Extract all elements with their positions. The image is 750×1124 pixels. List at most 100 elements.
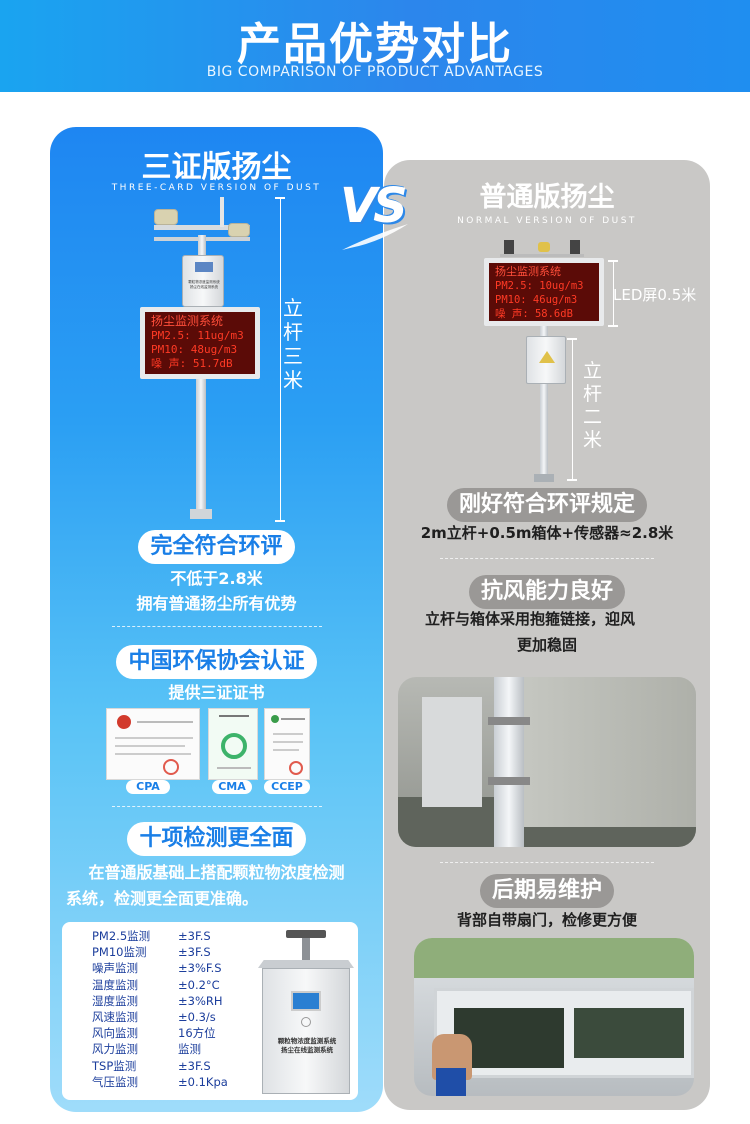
- spec-name: 温度监测: [92, 977, 138, 992]
- normal-monitor-illustration: 扬尘监测系统 PM2.5: 10ug/m3 PM10: 46ug/m3 噪 声:…: [484, 236, 604, 486]
- divider: [112, 626, 322, 627]
- vs-text: VS: [340, 178, 408, 234]
- spec-value: ±0.2°C: [178, 977, 220, 992]
- cabinet-screen: [291, 991, 321, 1011]
- stamp-icon: [289, 761, 303, 775]
- left-section-certification: 中国环保协会认证: [50, 645, 383, 679]
- divider: [440, 862, 654, 863]
- spec-value: ±3%F.S: [178, 961, 222, 976]
- spec-name: PM2.5监测: [92, 929, 151, 943]
- sensor-arm: [500, 254, 584, 257]
- right-section-wind: 抗风能力良好: [384, 575, 710, 609]
- left-led-screen: 扬尘监测系统 PM2.5: 11ug/m3 PM10: 48ug/m3 噪 声:…: [140, 307, 260, 379]
- monitoring-cabinet-image: 颗粒物浓度监测系统扬尘在线监测系统: [258, 930, 354, 1098]
- cma-logo-icon: [221, 733, 247, 759]
- section-line: 不低于2.8米: [170, 569, 263, 588]
- spec-name: 风力监测: [92, 1042, 138, 1057]
- section-line: 背部自带扇门，检修更方便: [456, 911, 637, 929]
- ccep-certificate-image: [264, 708, 310, 780]
- anemometer-icon: [504, 240, 514, 256]
- box-label: 颗粒物浓度监测系统扬尘在线监测系统: [188, 280, 220, 289]
- stamp-icon: [163, 759, 179, 775]
- pole-top: [198, 235, 206, 265]
- dust-monitor-box: 颗粒物浓度监测系统扬尘在线监测系统: [182, 255, 224, 307]
- section-line: 拥有普通扬尘所有优势: [136, 594, 297, 613]
- maintenance-photo: [414, 938, 694, 1096]
- section-heading: 中国环保协会认证: [116, 645, 317, 679]
- measure-tick-bottom: [275, 520, 285, 522]
- left-subtitle: THREE-CARD VERSION OF DUST: [111, 183, 322, 193]
- pole-bottom: [540, 384, 548, 476]
- spec-values: ±3F.S ±3F.S ±3%F.S ±0.2°C ±3%RH ±0.3/s 1…: [178, 928, 258, 1090]
- anemometer-icon: [220, 197, 224, 227]
- clamp-icon: [488, 777, 530, 785]
- clamp-icon: [488, 717, 530, 725]
- right-section-compliance: 刚好符合环评规定: [384, 488, 710, 522]
- spec-name: PM10监测: [92, 945, 147, 960]
- spec-name: 气压监测: [92, 1074, 138, 1089]
- section-line: 立杆与箱体采用抱箍链接，迎风: [425, 610, 636, 628]
- led-line: 扬尘监测系统: [151, 314, 224, 328]
- pole-base: [190, 509, 212, 519]
- measure-line: [613, 260, 614, 326]
- led-line: PM10: 48ug/m3: [151, 343, 238, 356]
- led-line: PM2.5: 10ug/m3: [495, 280, 584, 292]
- cert-tag: CMA: [212, 780, 252, 794]
- cabinet-mast: [302, 938, 310, 962]
- pole-base: [534, 474, 554, 482]
- measure-tick: [567, 479, 577, 481]
- divider: [440, 558, 654, 559]
- sensor-arm: [154, 225, 250, 230]
- pole-mid: [540, 326, 548, 336]
- wall: [422, 697, 482, 807]
- pole-bottom: [196, 379, 206, 511]
- section-line: 在普通版基础上搭配颗粒物浓度检测: [88, 863, 345, 882]
- spec-value: ±3F.S: [178, 945, 211, 960]
- spec-value: ±3%RH: [178, 993, 223, 1008]
- three-card-monitor-illustration: 颗粒物浓度监测系统扬尘在线监测系统 扬尘监测系统 PM2.5: 11ug/m3 …: [140, 195, 310, 525]
- cabinet-body: 颗粒物浓度监测系统扬尘在线监测系统: [262, 968, 350, 1094]
- noise-sensor-icon: [538, 242, 550, 252]
- box-screen: [195, 262, 213, 272]
- section-line: 提供三证证书: [168, 683, 265, 702]
- cabinet-side: [518, 677, 696, 827]
- cabinet-roof: [258, 960, 354, 968]
- led-line: PM10: 46ug/m3: [495, 294, 578, 306]
- section-line: 系统，检测更全面更准确。: [66, 889, 259, 908]
- right-title: 普通版扬尘: [479, 182, 615, 213]
- spec-names: PM2.5监测 PM10监测 噪声监测 温度监测 湿度监测 风速监测 风向监测 …: [92, 928, 182, 1090]
- left-section-compliance: 完全符合环评: [50, 530, 383, 564]
- noise-sensor-icon: [228, 223, 250, 237]
- led-height-label: LED屏0.5米: [613, 286, 697, 304]
- open-door: [454, 1008, 564, 1068]
- section-line: 更加稳固: [516, 636, 577, 654]
- spec-name: 风向监测: [92, 1026, 138, 1041]
- divider: [112, 806, 322, 807]
- led-line: 噪 声: 58.6dB: [495, 308, 573, 320]
- cabinet-sensor-top: [286, 930, 326, 938]
- pole-clamp-photo: [398, 677, 696, 847]
- spec-value: 16方位: [178, 1026, 216, 1041]
- spec-name: 噪声监测: [92, 961, 138, 976]
- sleeve: [436, 1068, 466, 1096]
- pole-height-label: 立杆三米: [283, 296, 303, 392]
- page-subtitle: BIG COMPARISON OF PRODUCT ADVANTAGES: [206, 64, 544, 80]
- lock-icon: [301, 1017, 311, 1027]
- spec-name: 湿度监测: [92, 993, 138, 1008]
- control-box: [526, 336, 566, 384]
- ccep-logo-icon: [271, 715, 279, 723]
- measure-tick: [608, 325, 618, 327]
- emblem-icon: [117, 715, 131, 729]
- pole: [494, 677, 524, 847]
- spec-name: 风速监测: [92, 1009, 138, 1024]
- cert-tag: CPA: [126, 780, 170, 794]
- cma-certificate-image: [208, 708, 258, 780]
- noise-sensor-icon: [154, 209, 178, 225]
- cabinet-label: 颗粒物浓度监测系统扬尘在线监测系统: [277, 1037, 337, 1054]
- left-title: 三证版扬尘: [141, 150, 292, 185]
- page-header: [0, 0, 750, 92]
- left-section-ten-items: 十项检测更全面: [50, 822, 383, 856]
- pole-height-label: 立杆二米: [582, 360, 602, 451]
- led-line: 噪 声: 51.7dB: [151, 357, 233, 370]
- cpa-certificate-image: [106, 708, 200, 780]
